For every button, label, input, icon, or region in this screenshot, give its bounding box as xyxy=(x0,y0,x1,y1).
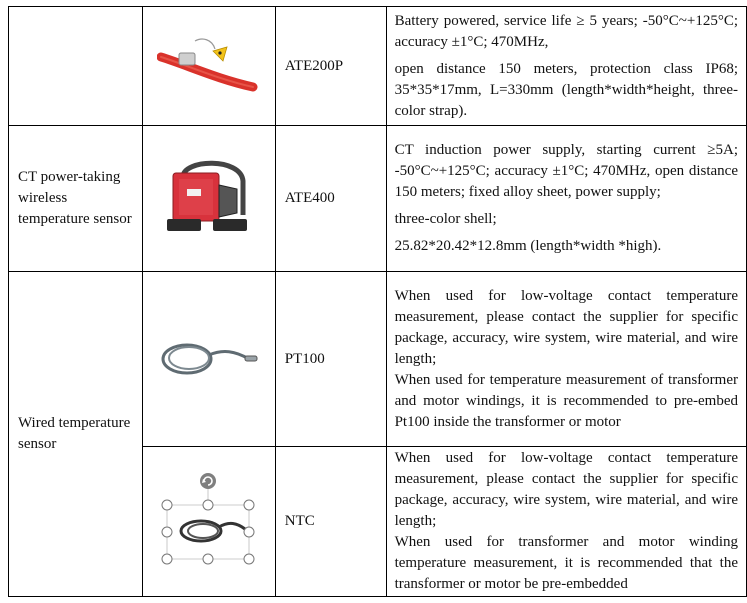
description-text: 25.82*20.42*12.8mm (length*width *high). xyxy=(394,238,662,254)
coiled-cable-probe-selected-icon[interactable] xyxy=(159,471,259,567)
table-row: CT power-taking wireless temperature sen… xyxy=(8,125,747,272)
red-clamp-sensor-icon[interactable] xyxy=(163,155,255,237)
description-text: three-color shell; xyxy=(394,211,497,227)
product-image-cell xyxy=(141,446,276,597)
description-text: When used for low-voltage contact temper… xyxy=(394,450,738,529)
description-text: When used for low-voltage contact temper… xyxy=(394,287,738,367)
description-text: CT induction power supply, starting curr… xyxy=(394,142,738,200)
description-cell: Battery powered, service life ≥ 5 years;… xyxy=(385,6,747,126)
category-cell: CT power-taking wireless temperature sen… xyxy=(8,125,143,272)
table-row: NTC When used for low-voltage contact te… xyxy=(9,446,747,597)
red-strap-sensor-icon[interactable] xyxy=(156,35,261,93)
description-text: When used for temperature measurement of… xyxy=(394,371,738,430)
category-cell: Wired temperature sensor xyxy=(8,271,143,597)
table-row: Wired temperature sensor PT100 When used… xyxy=(8,271,747,597)
category-cell xyxy=(8,6,143,126)
model-cell: ATE400 xyxy=(274,125,387,272)
model-cell: PT100 xyxy=(274,271,387,447)
product-image-cell xyxy=(141,6,276,126)
product-image-cell xyxy=(141,125,276,272)
description-cell: When used for low-voltage contact temper… xyxy=(385,446,747,597)
model-cell: NTC xyxy=(274,446,387,597)
spec-table: ATE200P Battery powered, service life ≥ … xyxy=(8,6,747,597)
description-text: When used for transformer and motor wind… xyxy=(394,534,738,592)
description-cell: When used for low-voltage contact temper… xyxy=(385,271,747,447)
table-row: ATE200P Battery powered, service life ≥ … xyxy=(8,6,747,126)
model-cell: ATE200P xyxy=(274,6,387,126)
description-text: open distance 150 meters, protection cla… xyxy=(394,60,738,119)
product-image-cell xyxy=(141,271,276,447)
coiled-cable-probe-icon[interactable] xyxy=(157,329,261,385)
description-text: Battery powered, service life ≥ 5 years;… xyxy=(394,12,738,50)
description-cell: CT induction power supply, starting curr… xyxy=(385,125,747,272)
